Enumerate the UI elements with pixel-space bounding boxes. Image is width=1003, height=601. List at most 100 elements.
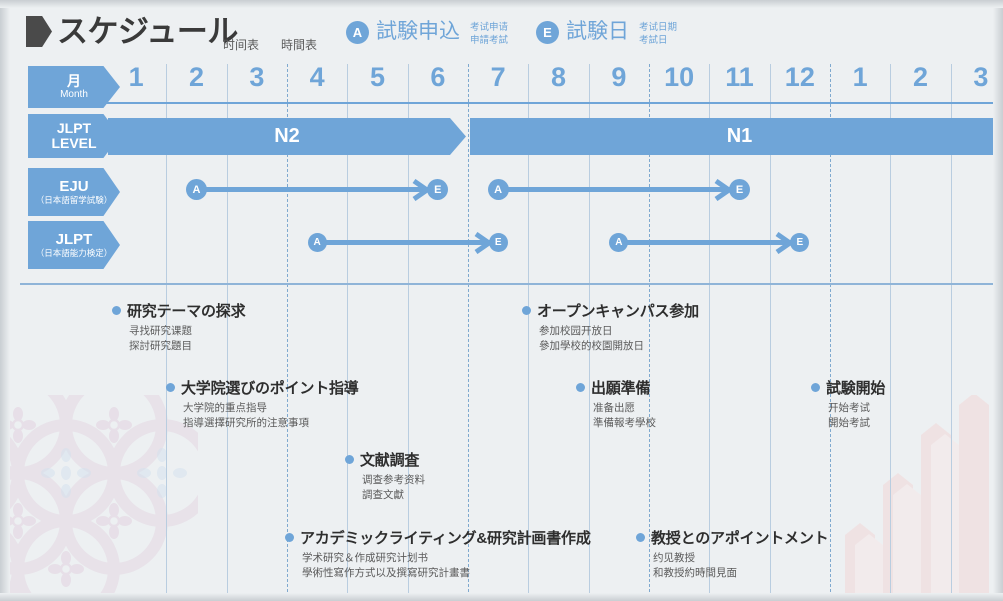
month-label: 1 [852,62,868,92]
milestone-subtitle-traditional: 開始考試 [828,417,870,429]
edge-shadow-left [0,0,10,601]
milestone-item: アカデミックライティング&研究計画書作成学术研究＆作成研究计划书學術性寫作方式以… [285,527,591,580]
bullet-dot-icon [522,306,531,315]
month-label: 3 [249,62,265,92]
month-label: 4 [309,62,325,92]
legend-label-e-cn-simplified: 考试日期 [639,22,678,33]
infographic-card: スケジュール 时间表 時間表 A 試験申込 考试申请 申請考試 E 試験日 [8,6,995,595]
milestone-subtitle-simplified: 参加校园开放日 [539,325,613,337]
milestone-item: オープンキャンパス参加参加校园开放日參加學校的校園開放日 [522,300,699,353]
grid-line-month [709,64,711,595]
milestone-subtitle-traditional: 調查文獻 [362,489,404,501]
grid-line-month [226,64,228,595]
node-application-a: A [609,233,629,252]
row-label-month: 月 Month [28,66,120,108]
milestone-header: オープンキャンパス参加 [522,300,699,321]
month-label: 2 [912,62,929,92]
milestone-title: 研究テーマの探求 [127,303,246,320]
month-label: 12 [784,62,815,92]
milestone-subtitle-simplified: 学术研究＆作成研究计划书 [302,552,428,564]
milestone-subtitle-traditional: 和教授約時間見面 [653,567,737,579]
row-label-eju-jp: EJU [59,177,89,195]
triangle-marker-icon [26,16,52,47]
edge-shadow-top [0,0,1003,8]
grid-line-quarter [468,64,469,595]
legend-item-application: A 試験申込 考试申请 申請考試 [346,20,508,46]
grid-line-month [347,64,349,595]
grid-line-month [528,64,530,595]
legend-badge-e: E [536,21,559,44]
row-label-eju-note: （日本語留学試験） [35,194,113,205]
arrow-shaft [506,187,732,192]
milestone-title: 文献調査 [360,452,420,469]
milestone-header: 出願準備 [576,377,656,398]
level-bar-n2: N2 [108,118,466,155]
node-application-a: A [487,179,509,200]
milestone-item: 文献調査调查参考资料調查文獻 [345,449,425,502]
milestone-subtitle-simplified: 准备出愿 [593,402,635,414]
month-label: 6 [430,62,446,92]
milestone-subtitle-simplified: 开始考试 [828,402,870,414]
header: スケジュール 时间表 時間表 A 試験申込 考试申请 申請考試 E 試験日 [8,6,995,64]
arrow-shaft [324,240,491,245]
milestone-header: 文献調査 [345,449,425,470]
milestone-header: 研究テーマの探求 [112,300,246,321]
milestone-subtitle-simplified: 寻找研究课题 [129,325,192,337]
milestone-subtitle-traditional: 學術性寫作方式以及撰寫研究計畫書 [302,567,470,579]
milestone-subtitle-simplified: 约见教授 [653,552,695,564]
grid-line-month [407,64,409,595]
milestone-title: アカデミックライティング&研究計画書作成 [300,530,591,547]
level-bar-n1: N1 [470,118,995,155]
row-label-month-jp: 月 [67,73,81,89]
milestone-subtitle-traditional: 參加學校的校園開放日 [539,340,644,352]
arrow-shaft [205,187,430,192]
grid-line-month [166,64,168,595]
node-exam-e: E [488,233,508,252]
milestone-header: アカデミックライティング&研究計画書作成 [285,527,591,548]
grid-line-quarter [830,64,831,595]
legend-label-a-jp: 試験申込 [376,20,460,43]
legend-badge-a: A [346,21,369,44]
section-divider [20,283,995,285]
bullet-dot-icon [166,383,175,392]
row-label-level-en: LEVEL [51,135,97,151]
grid-line-quarter [287,64,288,595]
grid-line-month [769,64,771,595]
row-label-jlpt: JLPT （日本語能力検定） [28,221,120,269]
milestone-header: 試験開始 [811,377,885,398]
timeline-grid [106,64,995,595]
milestone-item: 出願準備准备出愿準備報考學校 [576,377,656,430]
milestone-header: 教授とのアポイントメント [636,527,829,548]
grid-line-quarter [649,64,650,595]
title-sub-traditional: 時間表 [281,38,318,52]
month-label: 5 [369,62,386,92]
month-label: 11 [725,62,754,92]
legend-item-exam-date: E 試験日 考试日期 考試日 [536,20,677,46]
month-underline [106,102,995,104]
legend-label-e-cn-traditional: 考試日 [639,35,668,46]
month-label: 8 [550,62,567,92]
node-exam-e: E [729,179,750,200]
bullet-dot-icon [811,383,820,392]
node-application-a: A [307,233,327,252]
milestone-title: 教授とのアポイントメント [651,530,829,547]
row-label-jlpt-note: （日本語能力検定） [35,247,113,258]
month-label: 9 [611,62,627,92]
bullet-dot-icon [112,306,121,315]
edge-shadow-bottom [0,593,1003,601]
node-application-a: A [186,179,207,200]
milestone-title: 出願準備 [591,380,651,397]
node-exam-e: E [427,179,449,200]
month-label: 1 [128,62,144,92]
grid-line-month [588,64,590,595]
row-label-jlpt-level: JLPT LEVEL [28,114,120,158]
edge-shadow-right [993,0,1003,601]
row-label-level-jp: JLPT [56,120,92,136]
legend-label-e-jp: 試験日 [566,20,629,43]
node-exam-e: E [790,233,810,252]
legend-label-a-cn-traditional: 申請考試 [470,35,509,46]
bullet-dot-icon [345,455,354,464]
milestone-item: 大学院選びのポイント指導大学院的重点指导指導選擇研究所的注意事項 [166,377,359,430]
milestone-header: 大学院選びのポイント指導 [166,377,359,398]
